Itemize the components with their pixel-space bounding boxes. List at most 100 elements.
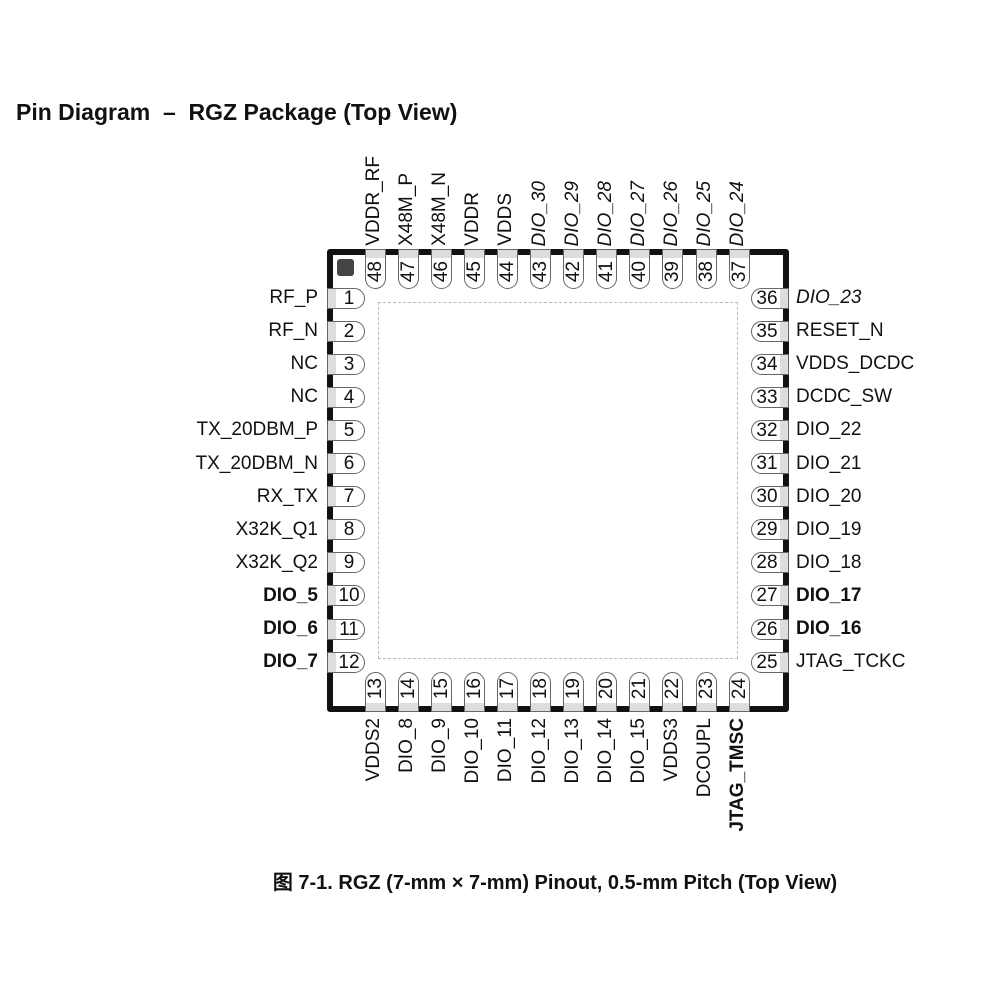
- pin-28-pad: 28: [751, 552, 789, 574]
- pin-5-pad: 5: [327, 419, 365, 441]
- pin-10-label: DIO_5: [263, 584, 318, 606]
- pin-26-label: DIO_16: [796, 618, 862, 639]
- pin-19-label: DIO_13: [561, 718, 583, 784]
- pin-number: 37: [728, 261, 750, 283]
- pin-33-label: DCDC_SW: [796, 386, 893, 408]
- pin-32-pad: 32: [751, 419, 789, 441]
- pin-38-label: DIO_25: [694, 180, 715, 246]
- pin-number: 46: [430, 261, 452, 283]
- pin-45-pad: 45: [463, 249, 485, 289]
- pin-20-label: DIO_14: [594, 718, 616, 784]
- pin-number: 14: [397, 678, 419, 700]
- pin-30-label: DIO_20: [796, 485, 862, 507]
- pin-25-pad: 25: [751, 651, 789, 673]
- pin-42-pad: 42: [563, 249, 585, 289]
- pin-35-label: RESET_N: [796, 320, 884, 342]
- pin-24-label: JTAG_TMSC: [727, 718, 749, 832]
- pin-number: 17: [496, 678, 518, 700]
- pin-47-pad: 47: [397, 249, 419, 289]
- pin-37-pad: 37: [728, 249, 750, 289]
- pin-number: 44: [496, 261, 518, 283]
- pin-46-pad: 46: [430, 249, 452, 289]
- pin-number: 42: [563, 261, 585, 283]
- pin-number: 40: [629, 261, 651, 283]
- pin-10-pad: 10: [327, 585, 365, 607]
- pin-24-pad: 24: [728, 672, 750, 712]
- pin-11-pad: 11: [327, 618, 365, 640]
- pin-2-pad: 2: [327, 320, 365, 342]
- pin-15-pad: 15: [430, 672, 452, 712]
- pin-25-label: JTAG_TCKC: [796, 651, 906, 673]
- pin-48-pad: 48: [364, 249, 386, 289]
- pin-26-pad: 26: [751, 618, 789, 640]
- pin-40-pad: 40: [629, 249, 651, 289]
- pin-20-pad: 20: [596, 672, 618, 712]
- pin-15-label: DIO_9: [429, 718, 451, 773]
- pin-5-label: TX_20DBM_P: [196, 419, 318, 441]
- pin-18-label: DIO_12: [528, 718, 550, 784]
- pin-number: 48: [364, 261, 386, 283]
- pin-12-label: DIO_7: [263, 651, 318, 673]
- pin-number: 45: [463, 261, 485, 283]
- pin-number: 39: [662, 261, 684, 283]
- pin-16-pad: 16: [463, 672, 485, 712]
- pin-14-pad: 14: [397, 672, 419, 712]
- pin-22-label: VDDS3: [660, 718, 682, 782]
- pin-3-label: NC: [290, 353, 318, 375]
- pin-29-pad: 29: [751, 519, 789, 541]
- pin-8-pad: 8: [327, 519, 365, 541]
- pin-16-label: DIO_10: [462, 718, 484, 784]
- pin-30-pad: 30: [751, 486, 789, 508]
- pin-22-pad: 22: [662, 672, 684, 712]
- chip-package-outline: [327, 249, 789, 712]
- pin-1-label: RF_P: [269, 287, 318, 308]
- pin-45-label: VDDR: [462, 192, 484, 246]
- pin-39-pad: 39: [662, 249, 684, 289]
- pin-7-label: RX_TX: [256, 485, 318, 507]
- pin-23-label: DCOUPL: [694, 718, 715, 798]
- pin-17-label: DIO_11: [495, 718, 517, 783]
- pin-4-pad: 4: [327, 386, 365, 408]
- pin-32-label: DIO_22: [796, 419, 862, 441]
- pin-2-label: RF_N: [268, 320, 318, 342]
- pin-27-label: DIO_17: [796, 584, 862, 606]
- pin-6-pad: 6: [327, 453, 365, 474]
- pin-36-pad: 36: [751, 287, 789, 309]
- pin-number: 38: [695, 261, 717, 283]
- pin-3-pad: 3: [327, 353, 365, 375]
- pin-31-label: DIO_21: [796, 452, 862, 474]
- pin-21-pad: 21: [629, 672, 651, 712]
- pin-43-label: DIO_30: [528, 180, 550, 246]
- pin-37-label: DIO_24: [727, 180, 749, 246]
- pin-7-pad: 7: [327, 486, 365, 508]
- pin-number: 21: [629, 678, 651, 700]
- diagram-title: Pin Diagram – RGZ Package (Top View): [16, 99, 458, 125]
- pin-41-label: DIO_28: [594, 180, 616, 246]
- pin-18-pad: 18: [530, 672, 551, 712]
- pin-36-label: DIO_23: [796, 287, 862, 308]
- pin-29-label: DIO_19: [796, 518, 862, 540]
- pin-48-label: VDDR_RF: [363, 156, 384, 246]
- pin1-marker: [337, 259, 354, 276]
- pin-number: 16: [463, 678, 485, 700]
- exposed-pad-outline: [378, 302, 738, 659]
- pin-13-pad: 13: [364, 672, 386, 712]
- pin-40-label: DIO_27: [627, 180, 649, 246]
- pin-23-pad: 23: [695, 672, 717, 712]
- pin-39-label: DIO_26: [660, 180, 682, 246]
- pin-17-pad: 17: [496, 672, 518, 712]
- pin-34-label: VDDS_DCDC: [796, 353, 915, 375]
- pin-number: 22: [662, 678, 684, 700]
- pin-42-label: DIO_29: [561, 180, 583, 246]
- pin-44-label: VDDS: [495, 193, 517, 246]
- pin-47-label: X48M_P: [396, 173, 418, 246]
- pin-number: 41: [596, 261, 618, 283]
- pin-13-label: VDDS2: [363, 718, 384, 782]
- pin-number: 15: [430, 678, 452, 700]
- pin-38-pad: 38: [695, 249, 717, 289]
- pin-number: 23: [695, 678, 717, 700]
- pin-11-label: DIO_6: [263, 618, 318, 639]
- pin-number: 18: [530, 678, 551, 700]
- pin-9-pad: 9: [327, 552, 365, 574]
- pin-35-pad: 35: [751, 320, 789, 342]
